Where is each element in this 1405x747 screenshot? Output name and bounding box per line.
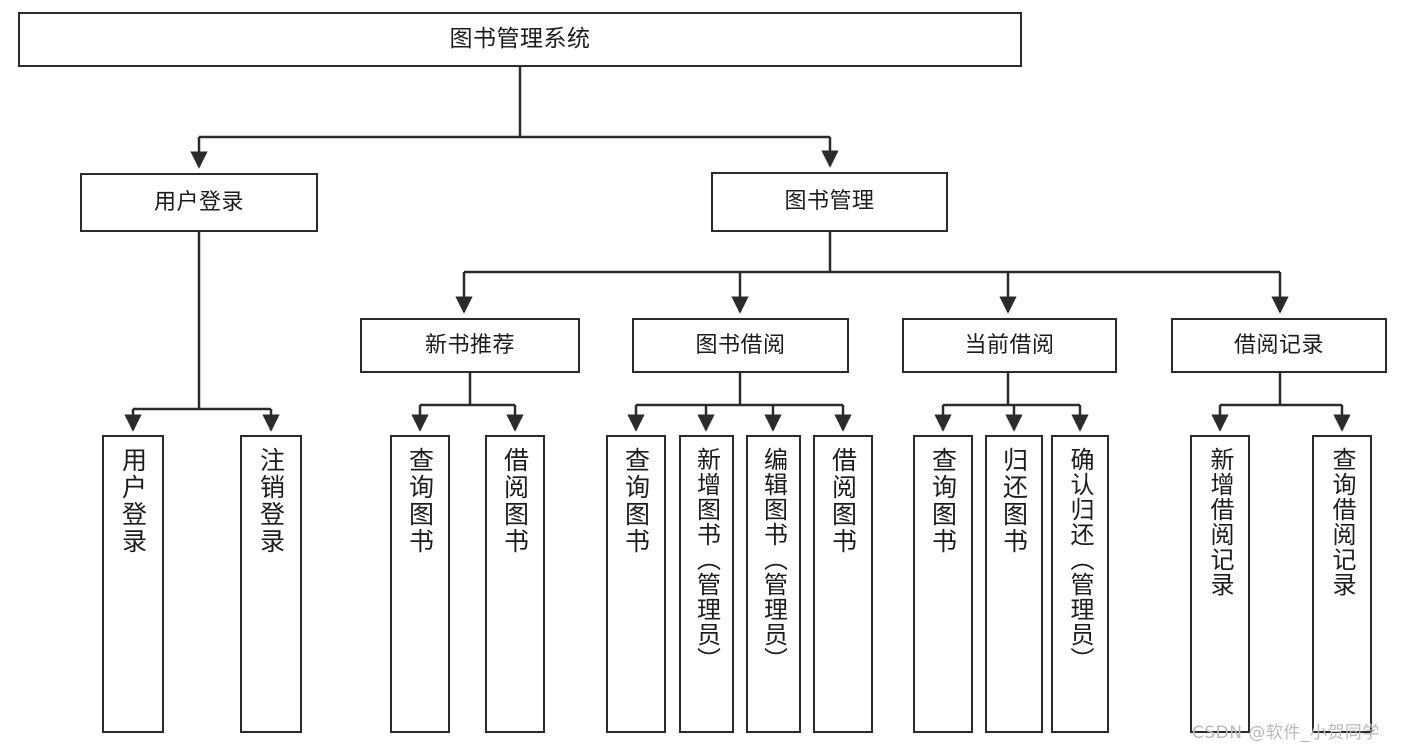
leaf-borrow-book[interactable]: 借阅图书 — [813, 435, 873, 733]
node-book-management-label: 图书管理 — [784, 189, 875, 215]
leaf-edit-book-admin-label: 编辑图书（管理员） — [759, 447, 788, 672]
leaf-edit-book-admin[interactable]: 编辑图书（管理员） — [746, 435, 801, 733]
node-book-borrow-label: 图书借阅 — [695, 332, 786, 358]
leaf-query-book-borrow[interactable]: 查询图书 — [606, 435, 666, 733]
leaf-confirm-return-admin[interactable]: 确认归还（管理员） — [1051, 435, 1109, 733]
leaf-borrow-book-label: 借阅图书 — [828, 447, 858, 555]
leaf-add-book-admin[interactable]: 新增图书（管理员） — [679, 435, 734, 733]
leaf-return-book[interactable]: 归还图书 — [985, 435, 1043, 733]
node-user-login-label: 用户登录 — [153, 189, 244, 215]
leaf-add-book-admin-label: 新增图书（管理员） — [692, 447, 721, 672]
leaf-query-book-current[interactable]: 查询图书 — [913, 435, 973, 733]
leaf-user-login-label: 用户登录 — [118, 447, 148, 555]
leaf-query-borrow-record-label: 查询借阅记录 — [1328, 447, 1356, 597]
node-borrow-record[interactable]: 借阅记录 — [1171, 318, 1387, 373]
node-root-label: 图书管理系统 — [449, 25, 591, 52]
csdn-watermark: CSDN @软件_小贺同学 — [1192, 723, 1380, 743]
leaf-logout-label: 注销登录 — [256, 447, 286, 555]
node-current-borrow-label: 当前借阅 — [964, 332, 1055, 358]
node-current-borrow[interactable]: 当前借阅 — [902, 318, 1117, 373]
leaf-user-login[interactable]: 用户登录 — [102, 435, 164, 733]
leaf-borrow-book-recommend[interactable]: 借阅图书 — [485, 435, 545, 733]
leaf-add-borrow-record[interactable]: 新增借阅记录 — [1190, 435, 1250, 733]
node-book-borrow[interactable]: 图书借阅 — [632, 318, 849, 373]
leaf-add-borrow-record-label: 新增借阅记录 — [1206, 447, 1234, 597]
leaf-borrow-book-recommend-label: 借阅图书 — [500, 447, 530, 555]
leaf-query-book-recommend[interactable]: 查询图书 — [390, 435, 450, 733]
node-new-book-recommend-label: 新书推荐 — [424, 332, 515, 358]
leaf-return-book-label: 归还图书 — [999, 447, 1029, 555]
node-user-login[interactable]: 用户登录 — [80, 173, 318, 232]
node-root-system[interactable]: 图书管理系统 — [18, 12, 1022, 67]
node-book-management[interactable]: 图书管理 — [711, 172, 948, 232]
leaf-query-book-recommend-label: 查询图书 — [405, 447, 435, 555]
leaf-confirm-return-admin-label: 确认归还（管理员） — [1066, 447, 1094, 672]
node-borrow-record-label: 借阅记录 — [1233, 332, 1324, 358]
leaf-query-book-current-label: 查询图书 — [928, 447, 958, 555]
leaf-query-book-borrow-label: 查询图书 — [621, 447, 651, 555]
leaf-logout[interactable]: 注销登录 — [240, 435, 302, 733]
leaf-query-borrow-record[interactable]: 查询借阅记录 — [1312, 435, 1372, 733]
node-new-book-recommend[interactable]: 新书推荐 — [360, 318, 580, 373]
